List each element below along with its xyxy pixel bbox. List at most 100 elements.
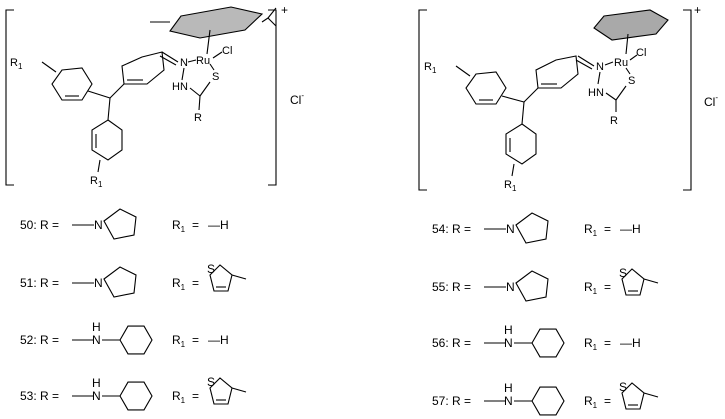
r1-bottom-bond [97,159,101,173]
r1-top-bond [41,61,57,73]
thiophene-methyl-bond [231,274,247,280]
p-cymene-ring [169,6,264,39]
pyrrolidine-ring [515,212,549,244]
ch-to-left-ring [501,95,525,103]
r1-equals: = [604,336,611,350]
ru-atom: Ru [614,57,628,69]
cyclohexyl-ring [531,386,565,416]
r1-group: —H [208,218,229,232]
r1-bottom-label: R1 [90,175,103,189]
r-n-atom: N [506,222,515,236]
thiophene-methyl-bond [643,392,659,398]
thiophene-ring [209,264,233,292]
r-atom: R [194,112,202,124]
r1-group: —H [208,333,229,347]
c-r-bond [198,95,201,111]
eta6-bond [625,33,629,55]
compound-label: 55: R = [432,280,471,294]
aryl-ring-central [535,55,579,89]
nh-atom: HN [172,81,188,93]
thiophene-methyl-bond [231,387,247,393]
aryl-ring-central [121,51,165,85]
r1-label: R1 [172,389,186,405]
r1-bottom-bond [511,163,515,177]
aryl-ring-bottom [505,123,537,165]
r-n-atom: N [504,336,513,350]
r-n-atom: N [94,276,103,290]
nh-c-bond [189,87,201,97]
imine-double-bond [575,55,595,70]
s-atom: S [628,75,635,87]
compound-label: 54: R = [432,222,471,236]
thiophene-s-atom: S [207,262,215,276]
r1-equals: = [192,389,199,403]
r1-label: R1 [584,280,598,296]
pyrrolidine-ring [515,270,549,302]
bracket-right-open [418,9,427,191]
s-ru-bond [209,63,215,71]
aryl-ring-left [51,67,93,101]
s-ru-bond [625,67,631,75]
counterion: Cl- [290,91,304,107]
thiophene-s-atom: S [619,266,627,280]
counterion: Cl- [704,93,718,109]
cyclohexyl-ring [531,328,565,358]
ru-cl-bond [212,51,223,59]
imine-n-atom: N [596,61,604,73]
cymene-isopropyl [261,7,277,27]
thiophene-ring [621,382,645,410]
ru-cl-atom: Cl [222,45,232,57]
r-h-atom: H [504,323,513,337]
ch-to-left-ring [87,90,111,99]
r1-equals: = [192,218,199,232]
r1-label: R1 [172,218,186,234]
r1-label: R1 [584,336,598,352]
compound-label: 51: R = [20,276,59,290]
thiophene-s-atom: S [619,380,627,394]
n-ru-bond [604,61,614,66]
complex-left: + Cl- Ru Cl N HN S R R1 [5,3,304,189]
compound-label: 57: R = [432,394,471,408]
thiophene-s-atom: S [207,375,215,389]
aryl-ring-bottom [91,119,123,161]
charge-plus: + [694,3,701,17]
compound-row-56: 56: R = HN R1 = —H [432,323,641,358]
compound-label: 56: R = [432,336,471,350]
r-n-atom: N [92,333,101,347]
r1-bottom-label: R1 [504,179,517,193]
pyrrolidine-ring [103,266,137,298]
thiophene-ring [621,268,645,296]
nh-c-bond [605,92,617,101]
compound-label: 52: R = [20,333,59,347]
r1-top-label: R1 [424,61,437,75]
r-n-atom: N [504,394,513,408]
n-ru-bond [187,59,197,63]
r-n-atom: N [92,389,101,403]
imine-n-atom: N [180,57,188,69]
r-h-atom: H [92,376,101,390]
r-h-atom: H [504,381,513,395]
r-h-atom: H [92,320,101,334]
eta6-bond [206,29,211,55]
r1-group: —H [620,222,641,236]
ru-cl-atom: Cl [636,47,646,59]
complex-right: + Cl- Ru Cl N HN S R R1 R1 [418,3,718,193]
cyclohexyl-ring [119,381,153,411]
r1-equals: = [604,222,611,236]
r1-equals: = [604,394,611,408]
r-n-atom: N [94,218,103,232]
r1-top-bond [455,65,471,77]
r1-group: —H [620,336,641,350]
thiophene-methyl-bond [643,278,659,284]
aryl-ring-left [465,71,507,105]
nh-atom: HN [588,87,604,99]
c-s-double [199,81,211,97]
bracket-left-close [268,9,277,186]
